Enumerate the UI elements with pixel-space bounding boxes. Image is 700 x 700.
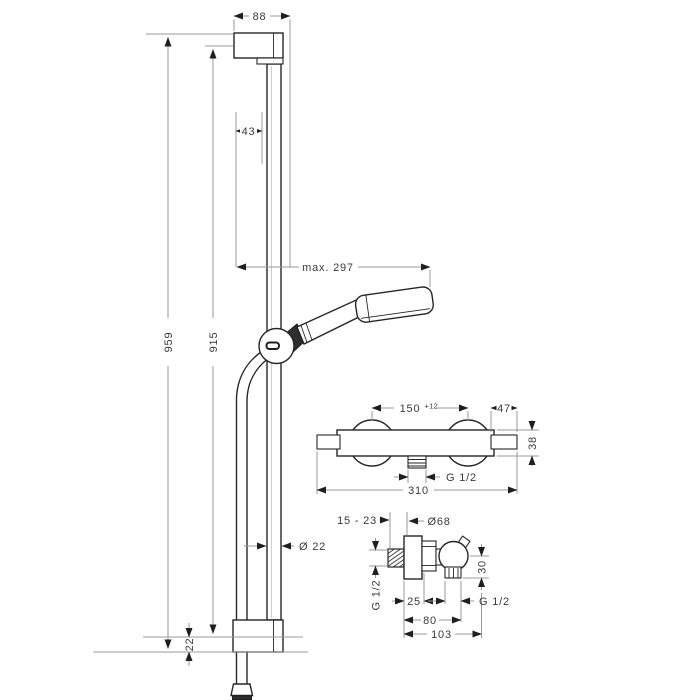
supply-thread [387, 548, 405, 568]
handshower-neck-line [365, 295, 370, 322]
slider-button [265, 341, 280, 350]
dim-handle-spacing-tolerance-label: +12 [425, 402, 439, 411]
bottom-bracket [232, 619, 284, 653]
handle-rib-2 [305, 322, 313, 341]
left-wall-union [316, 434, 341, 450]
top-bracket-lip [256, 57, 284, 65]
thermostat-side-view [387, 512, 471, 580]
handle-rib-1 [300, 325, 308, 343]
dim-rail-height-label: 915 [208, 332, 220, 353]
right-wall-union [490, 434, 518, 450]
shower-rail-assembly [230, 32, 434, 700]
dim-inlet-thread-label: G 1/2 [371, 580, 383, 611]
dim-wall-depth-label: 15 - 23 [337, 515, 377, 527]
escutcheon-plate [403, 535, 423, 580]
dim-max-reach-label: max. 297 [302, 262, 354, 274]
dim-outlet-thread-side-label: G 1/2 [479, 596, 510, 608]
dim-top-width-label: 88 [253, 11, 267, 23]
dim-outlet-thread-label: G 1/2 [446, 472, 477, 484]
valve-body [336, 429, 495, 457]
side-outlet [444, 566, 462, 579]
shower-hose-inner [246, 358, 268, 621]
dim-body-depth-label: 80 [423, 615, 437, 627]
union-nut [421, 540, 437, 572]
hose-end-cap [232, 695, 252, 700]
handshower-face-line [360, 308, 430, 319]
dim-rail-diameter-label: Ø 22 [299, 541, 326, 553]
dim-bottom-offset-label: 22 [184, 638, 196, 652]
shower-hose-outer [235, 351, 262, 621]
dim-rail-offset-label: 43 [242, 126, 256, 138]
handshower-head-body [354, 286, 434, 323]
dim-total-depth-label: 103 [431, 629, 452, 641]
dim-body-height-label: 38 [527, 436, 539, 450]
rail-dimensions: 88 43 max. 297 959 915 22 Ø 22 [93, 10, 431, 666]
thermostat-front-view [316, 419, 518, 469]
handshower-head [354, 286, 434, 323]
dim-escutcheon-diameter-label: Ø68 [428, 516, 451, 528]
dim-outlet-offset-label: 30 [477, 560, 489, 574]
dim-total-height-label: 959 [163, 332, 175, 353]
side-handle [438, 540, 469, 572]
thermostat-front-dimensions: 150 +12 47 38 G 1/2 310 [316, 402, 539, 497]
thermostat-side-dimensions: 15 - 23 Ø68 G 1/2 30 25 G 1/2 80 [337, 515, 510, 641]
top-bracket [233, 32, 284, 59]
dim-handle-spacing-label: 150 [400, 403, 421, 415]
dim-total-width-label: 310 [408, 485, 429, 497]
dim-escutcheon-depth-label: 25 [407, 596, 421, 608]
dim-escutcheon-width-label: 47 [497, 403, 511, 415]
hose-end-cone [230, 683, 254, 697]
bottom-outlet [407, 455, 427, 469]
